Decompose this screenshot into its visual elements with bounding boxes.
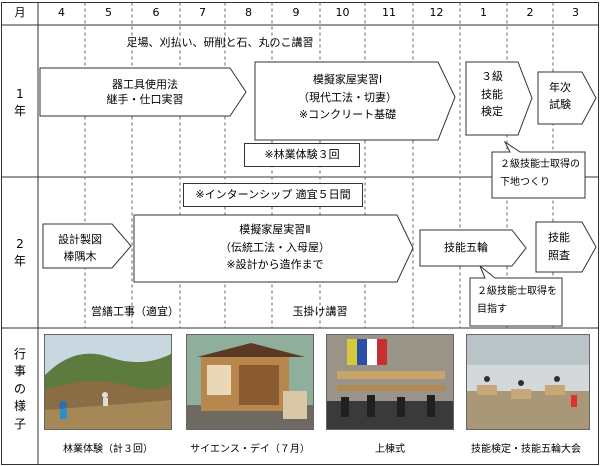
skills-test-image [467, 335, 589, 429]
month-header-label: 月 [14, 6, 26, 19]
arrow-skills-check [535, 221, 597, 273]
tamagake-text: 玉掛け講習 [292, 305, 348, 318]
month-5: 5 [105, 6, 112, 19]
drafting-line: 設計製図 [58, 233, 102, 246]
level3-line: ３級 [481, 70, 503, 83]
arrow-skills-olympics [419, 229, 527, 267]
tools-text: 器工具使用法 継手・仕口実習 [60, 78, 230, 108]
arrow-tools [39, 67, 247, 117]
year2-label-num: 2 [16, 237, 24, 251]
model1-line: 模擬家屋実習Ⅰ [312, 73, 383, 86]
level3-text: ３級 技能 検定 [466, 68, 518, 121]
forestry-image [45, 335, 171, 429]
final-exam-line: 試験 [549, 98, 571, 112]
model1-line: ※コンクリート基礎 [298, 108, 397, 122]
model1-line: （現代工法・切妻） [298, 90, 397, 104]
level3-line: 検定 [481, 105, 503, 119]
year1-label-kanji: 年 [13, 103, 26, 118]
final-exam-line: 年次 [549, 81, 571, 94]
events-label-char: 子 [13, 416, 26, 431]
skills-olympics-text: 技能五輪 [444, 241, 488, 254]
level2-prep-line: ２級技能士取得の [500, 159, 580, 170]
drafting-text: 設計製図 棒隅木 [43, 231, 117, 265]
level3-line: 技能 [481, 87, 503, 101]
month-1: 1 [480, 6, 487, 19]
month-4: 4 [58, 6, 65, 19]
month-10: 10 [335, 6, 350, 19]
final-exam-text: 年次 試験 [538, 79, 582, 113]
year2-label-kanji: 年 [13, 253, 26, 268]
events-label-char: 事 [13, 364, 26, 379]
month-3: 3 [572, 6, 579, 19]
drafting-line: 棒隅木 [63, 250, 97, 264]
caption-ridge-raising: 上棟式 [375, 444, 405, 455]
caption-skills-test: 技能検定・技能五輪大会 [471, 444, 581, 455]
arrow-drafting [42, 223, 132, 269]
photo-skills-test [466, 334, 590, 430]
level2-prep-line: 下地つくり [500, 176, 550, 188]
caption-science-day: サイエンス・デイ（７月） [190, 444, 310, 455]
tools-line: 継手・仕口実習 [106, 92, 184, 106]
model2-line: ※設計から造作まで [226, 258, 324, 272]
skills-check-line: 技能 [548, 231, 570, 244]
arrow-model2 [133, 214, 414, 283]
caption-forestry: 林業体験（計３回） [63, 444, 153, 455]
month-8: 8 [245, 6, 252, 19]
events-label-char: の [13, 381, 26, 396]
internship-box [183, 183, 363, 207]
level2-goal-line: ２級技能士取得を [477, 286, 557, 297]
skills-check-text: 技能 照査 [536, 229, 582, 264]
year2-label: 2 年 [2, 236, 38, 270]
repair-text: 営繕工事（適宜） [91, 305, 179, 318]
internship-text: ※インターンシップ 適宜５日間 [195, 188, 351, 201]
skills-check-line: 照査 [548, 248, 570, 262]
model1-text: 模擬家屋実習Ⅰ （現代工法・切妻） ※コンクリート基礎 [255, 71, 440, 124]
tools-line: 器工具使用法 [112, 78, 178, 91]
events-label-char: 様 [13, 399, 26, 414]
year1-label-num: 1 [16, 87, 24, 101]
photo-science-day [186, 334, 314, 430]
model2-text: 模擬家屋実習Ⅱ （伝統工法・入母屋） ※設計から造作まで [150, 221, 400, 274]
forestry-box [244, 143, 360, 167]
model2-line: 模擬家屋実習Ⅱ [239, 223, 311, 236]
callout-level2-goal [469, 265, 563, 327]
model2-line: （伝統工法・入母屋） [220, 240, 330, 254]
month-9: 9 [292, 6, 300, 19]
events-label: 行 事 の 様 子 [2, 346, 38, 433]
level2-goal-text: ２級技能士取得を 目指す [477, 283, 561, 318]
level2-goal-line: 目指す [477, 303, 507, 315]
year1-label: 1 年 [2, 86, 38, 120]
callout-level2-prep [491, 140, 586, 199]
month-2: 2 [526, 6, 534, 19]
science-day-image [187, 335, 313, 429]
ridge-raising-image [327, 335, 453, 429]
month-11: 11 [382, 6, 396, 19]
month-12: 12 [429, 6, 444, 19]
year1-top-note: 足場、刈払い、研削と石、丸のこ講習 [126, 36, 314, 49]
events-label-char: 行 [13, 347, 26, 361]
arrow-level3 [465, 61, 533, 136]
photo-forestry [44, 334, 172, 430]
month-6: 6 [152, 6, 160, 19]
arrow-model1 [254, 61, 456, 141]
forestry-text: ※林業体験３回 [264, 148, 340, 161]
arrow-final-exam [537, 71, 597, 125]
photo-ridge-raising [326, 334, 454, 430]
month-7: 7 [199, 6, 206, 19]
level2-prep-text: ２級技能士取得の 下地つくり [500, 156, 584, 191]
